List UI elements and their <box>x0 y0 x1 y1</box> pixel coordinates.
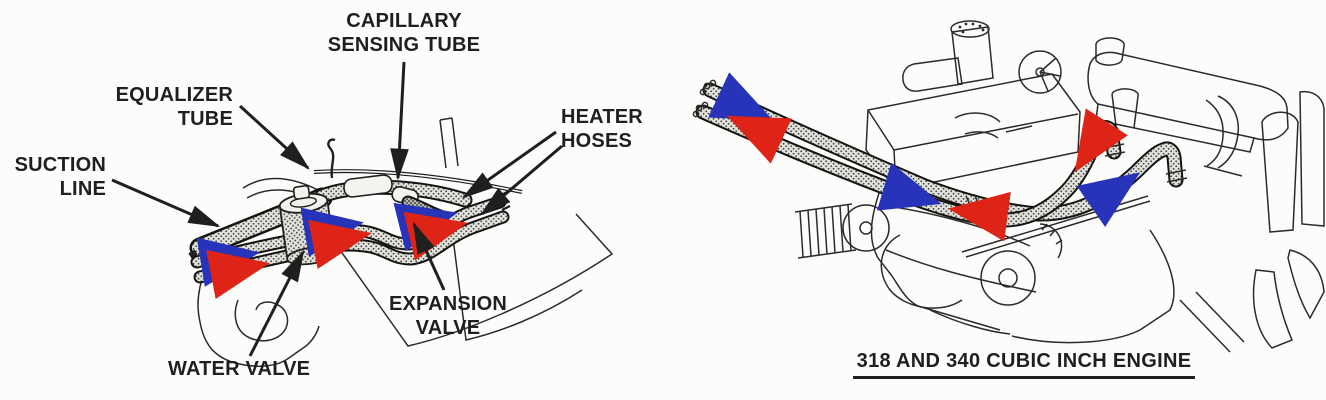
heater-housing-outline <box>197 117 614 367</box>
label-expansion-valve: EXPANSION VALVE <box>388 293 508 340</box>
label-equalizer-tube: EQUALIZER TUBE <box>115 84 233 131</box>
engine-caption: 318 AND 340 CUBIC INCH ENGINE <box>853 350 1195 379</box>
firewall-assembly-illustration <box>111 61 614 367</box>
callout-leaders-left <box>111 61 563 357</box>
leader-heater-hose-1 <box>461 130 557 199</box>
label-suction-line: SUCTION LINE <box>14 154 106 201</box>
leader-water-valve <box>248 249 305 357</box>
label-heater-hoses: HEATER HOSES <box>561 106 643 153</box>
leader-expansion-valve <box>412 221 446 291</box>
engine-illustration <box>692 20 1325 353</box>
liquid-line-assembly <box>314 174 473 225</box>
label-water-valve: WATER VALVE <box>168 358 311 380</box>
leader-heater-hose-2 <box>479 144 563 216</box>
leader-equalizer-tube <box>238 104 310 170</box>
leader-capillary-tube <box>390 61 409 181</box>
flow-arrows-right <box>708 72 1141 242</box>
flow-arrows-left <box>196 202 468 299</box>
capillary-sensing-tube <box>313 169 523 194</box>
label-capillary-sensing-tube: CAPILLARY SENSING TUBE <box>327 10 481 57</box>
leader-suction-line <box>111 178 221 228</box>
equalizer-tube <box>327 138 336 179</box>
